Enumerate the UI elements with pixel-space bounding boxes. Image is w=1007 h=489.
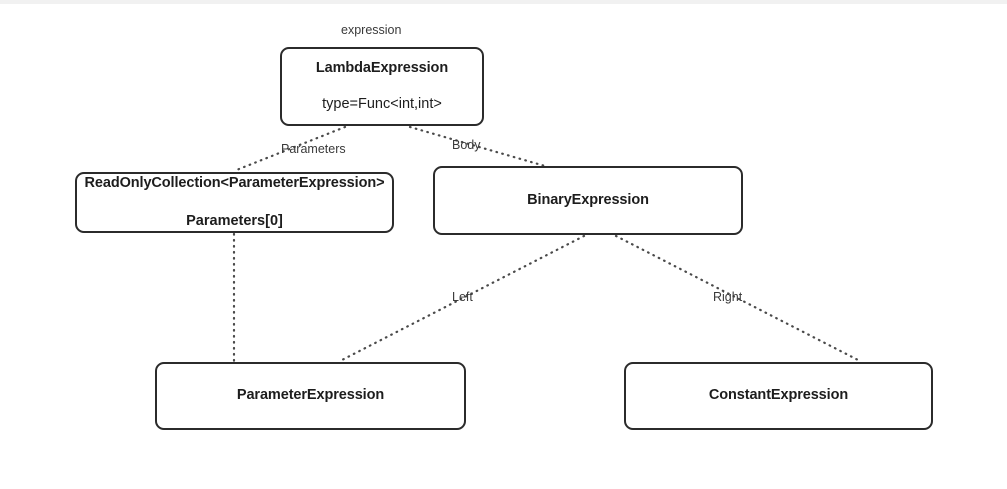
node-readonly-collection[interactable]: ReadOnlyCollection<ParameterExpression> …	[75, 172, 394, 233]
edge-label-parameters: Parameters	[281, 142, 346, 156]
node-constant-expression-title: ConstantExpression	[708, 387, 849, 404]
root-label-expression: expression	[341, 23, 402, 37]
node-readonly-collection-subtitle: Parameters[0]	[186, 212, 283, 229]
top-strip-divider	[0, 0, 1007, 4]
node-lambda-expression-title: LambdaExpression	[315, 60, 449, 77]
edge-label-body: Body	[452, 138, 481, 152]
node-lambda-expression-subtitle: type=Func<int,int>	[322, 95, 442, 112]
node-lambda-expression[interactable]: LambdaExpression type=Func<int,int>	[280, 47, 484, 126]
edge-label-right: Right	[713, 290, 743, 304]
node-binary-expression[interactable]: BinaryExpression	[433, 166, 743, 235]
node-parameter-expression[interactable]: ParameterExpression	[155, 362, 466, 430]
node-binary-expression-title: BinaryExpression	[527, 191, 649, 208]
node-readonly-collection-title: ReadOnlyCollection<ParameterExpression>	[84, 175, 385, 192]
node-parameter-expression-title: ParameterExpression	[236, 387, 385, 404]
edge-label-left: Left	[452, 290, 473, 304]
node-constant-expression[interactable]: ConstantExpression	[624, 362, 933, 430]
